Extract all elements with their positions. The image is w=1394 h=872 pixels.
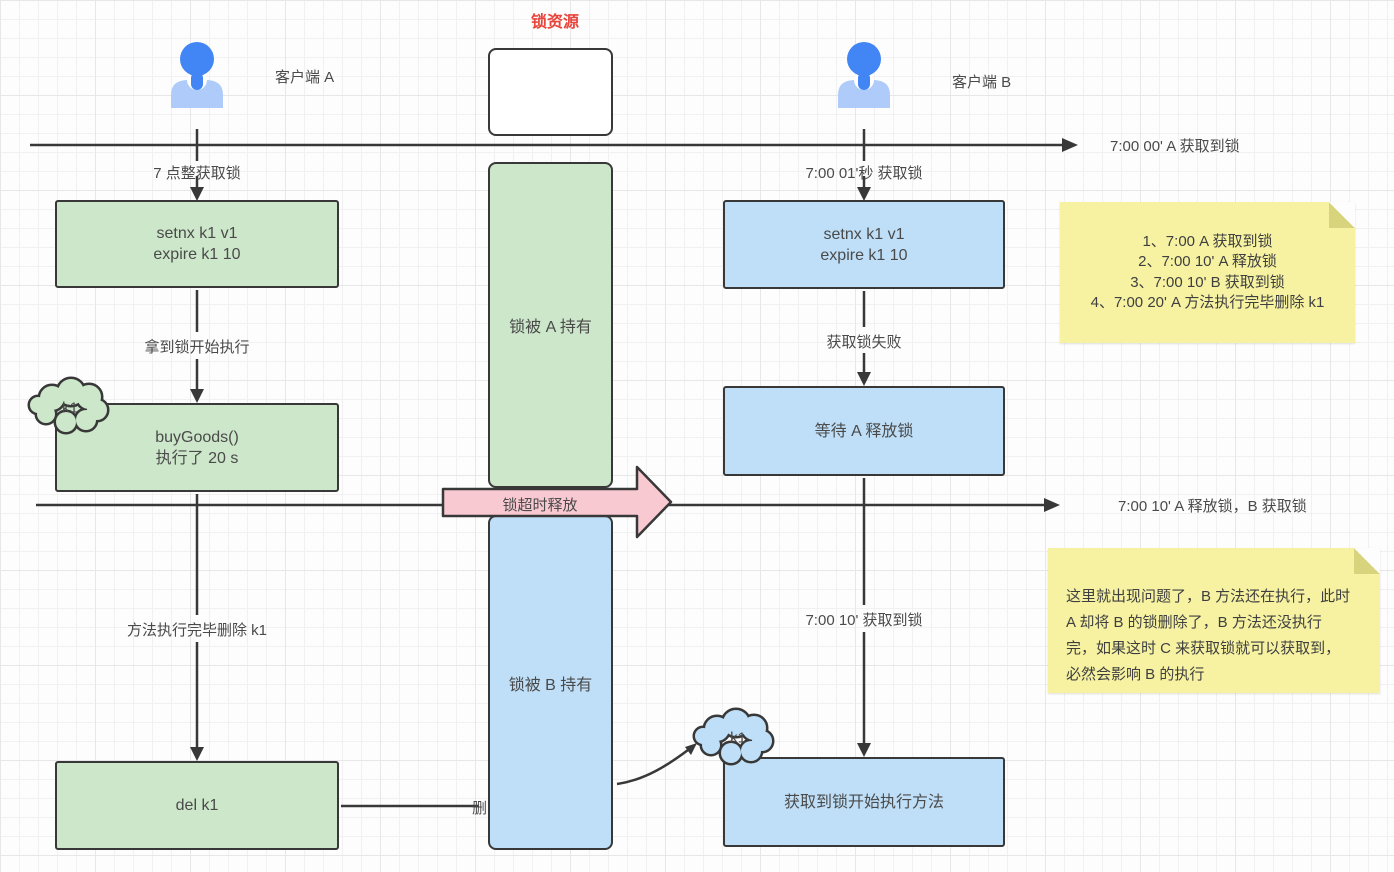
- lane-a-acquire-label: 7 点整获取锁: [153, 165, 241, 182]
- lane-a-buygoods-box: buyGoods() 执行了 20 s: [55, 403, 339, 492]
- lane-b-edge1-label: 获取锁失败: [826, 334, 902, 351]
- lane-a-edge2-label: 方法执行完毕删除 k1: [126, 622, 268, 639]
- diagram-title: 锁资源: [530, 14, 580, 31]
- cloud-arrowhead: [685, 743, 697, 755]
- lock-held-by-a-bar: 锁被 A 持有: [488, 162, 613, 488]
- timeline-2-label: 7:00 10' A 释放锁，B 获取锁: [1118, 498, 1307, 515]
- note-timeline-summary: 1、7:00 A 获取到锁 2、7:00 10' A 释放锁 3、7:00 10…: [1060, 202, 1355, 343]
- timeline-2-arrowhead: [1044, 498, 1060, 512]
- actor-b-label: 客户端 B: [952, 74, 1012, 91]
- lock-resource-box: [488, 48, 613, 136]
- lane-b-edge2-label: 7:00 10' 获取到锁: [805, 612, 923, 629]
- lane-b-execute-box: 获取到锁开始执行方法: [723, 757, 1005, 847]
- cloud-k1-blue-label: k1: [730, 729, 746, 747]
- lane-a-setnx-box: setnx k1 v1 expire k1 10: [55, 200, 339, 288]
- del-edge-label: 删: [472, 800, 488, 817]
- note-problem-description: 这里就出现问题了，B 方法还在执行，此时 A 却将 B 的锁删除了，B 方法还没…: [1048, 548, 1380, 693]
- cloud-k1-green-label: k1: [62, 399, 78, 417]
- actor-a-label: 客户端 A: [275, 69, 335, 86]
- lock-held-by-b-bar: 锁被 B 持有: [488, 515, 613, 850]
- note-fold-corner: [1354, 548, 1380, 574]
- timeout-release-label: 锁超时释放: [502, 497, 578, 514]
- bar-to-cloud-arrow: [616, 748, 689, 786]
- note-fold-corner: [1329, 202, 1355, 228]
- lane-b-acquire-label: 7:00 01'秒 获取锁: [805, 165, 923, 182]
- lane-b-wait-box: 等待 A 释放锁: [723, 386, 1005, 476]
- person-b-icon: [838, 42, 890, 108]
- timeline-1-label: 7:00 00' A 获取到锁: [1110, 138, 1240, 155]
- timeline-1-arrowhead: [1062, 138, 1078, 152]
- lane-a-edge1-label: 拿到锁开始执行: [144, 339, 250, 356]
- person-a-icon: [171, 42, 223, 108]
- lane-b-setnx-box: setnx k1 v1 expire k1 10: [723, 200, 1005, 289]
- lane-a-delk1-box: del k1: [55, 761, 339, 850]
